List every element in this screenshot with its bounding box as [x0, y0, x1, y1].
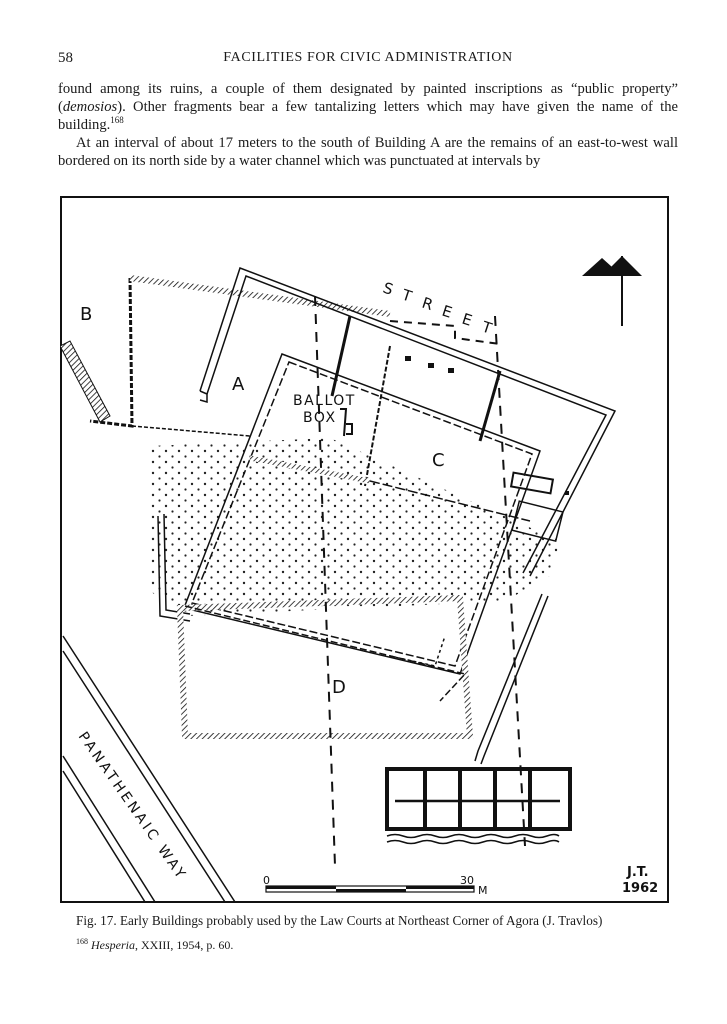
- paragraph-1: found among its ruins, a couple of them …: [58, 80, 678, 134]
- paragraph-1-end: ). Other fragments bear a few tantalizin…: [58, 99, 678, 133]
- footnote-ref[interactable]: 168: [110, 115, 124, 126]
- paragraph-1-start: found among its ruins, a couple of them …: [58, 81, 678, 115]
- body-text: found among its ruins, a couple of them …: [58, 80, 678, 170]
- building-c: [182, 345, 569, 675]
- footnote-journal: Hesperia: [91, 938, 135, 952]
- scale-bar: [265, 885, 475, 893]
- page-number: 58: [58, 50, 73, 66]
- credit-year: 1962: [622, 881, 658, 896]
- stoa-rooms: [385, 767, 572, 845]
- scale-zero: 0: [263, 874, 270, 887]
- running-title: FACILITIES FOR CIVIC ADMINISTRATION: [223, 50, 513, 65]
- scale-thirty: 30: [460, 874, 474, 887]
- dotted-court-area: [150, 438, 560, 616]
- svg-text:R: R: [420, 294, 435, 314]
- label-building-c: C: [432, 450, 445, 471]
- ballot-box-icon: [340, 408, 353, 437]
- footnote-ref-text: , XXIII, 1954, p. 60.: [135, 938, 234, 952]
- page-header: 58 FACILITIES FOR CIVIC ADMINISTRATION: [58, 50, 678, 72]
- credit-initials: J.T.: [626, 865, 649, 880]
- svg-text:E: E: [440, 302, 455, 322]
- figure-caption: Fig. 17. Early Buildings probably used b…: [76, 913, 603, 928]
- scale-unit: M: [478, 884, 488, 897]
- north-arrow: [582, 256, 642, 326]
- label-building-a: A: [232, 374, 245, 395]
- paragraph-2: At an interval of about 17 meters to the…: [58, 135, 678, 169]
- footnote: 168 Hesperia, XXIII, 1954, p. 60.: [76, 938, 676, 953]
- label-building-d: D: [332, 677, 346, 698]
- plan-figure: S T R E E T B A BALLOT BOX C D PANATHENA…: [60, 196, 670, 904]
- footnote-mark: 168: [76, 937, 88, 946]
- building-d: [176, 594, 474, 739]
- svg-text:S: S: [381, 279, 396, 299]
- label-ballot: BALLOT: [293, 393, 356, 409]
- dashed-axis-lines: [314, 295, 526, 867]
- emphasis-demosios: demosios: [62, 99, 118, 115]
- street-label: S T R E E T: [381, 279, 495, 338]
- label-building-b: B: [80, 304, 92, 325]
- plan-drawing: S T R E E T B A BALLOT BOX C D PANATHENA…: [60, 196, 669, 903]
- figure-frame: [60, 196, 669, 903]
- svg-text:T: T: [479, 317, 495, 338]
- svg-text:T: T: [399, 285, 415, 306]
- label-box: BOX: [303, 410, 337, 426]
- svg-text:E: E: [460, 310, 475, 330]
- panathenaic-way: [62, 635, 236, 903]
